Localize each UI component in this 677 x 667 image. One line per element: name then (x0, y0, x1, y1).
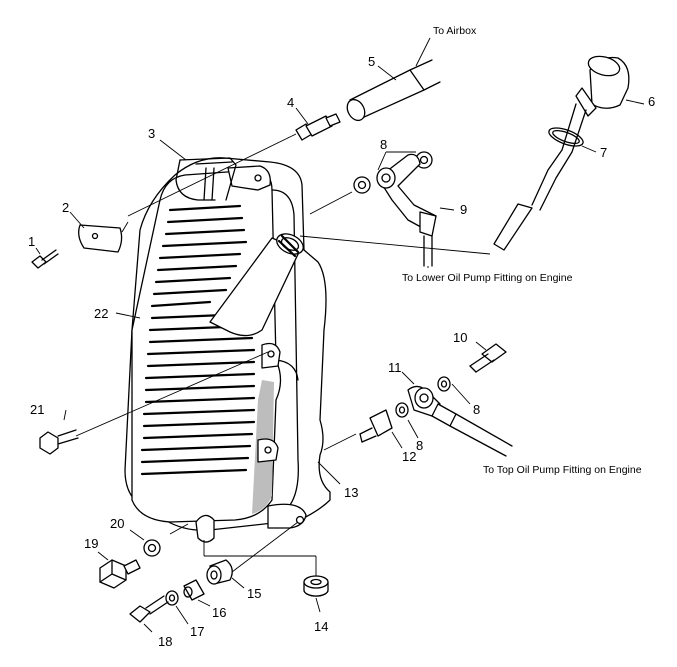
tank-bracket (175, 157, 237, 201)
callout-4: 4 (287, 95, 294, 110)
spacer-16 (183, 579, 205, 601)
callout-10: 10 (453, 330, 467, 345)
callout-8-right: 8 (473, 402, 480, 417)
callout-17: 17 (190, 624, 204, 639)
callout-9: 9 (460, 202, 467, 217)
callout-7: 7 (600, 145, 607, 160)
callout-13: 13 (344, 485, 358, 500)
callout-15: 15 (247, 586, 261, 601)
callout-2: 2 (62, 200, 69, 215)
callout-16: 16 (212, 605, 226, 620)
callout-6: 6 (648, 94, 655, 109)
oil-tank (124, 157, 331, 543)
callout-1: 1 (28, 234, 35, 249)
callout-14: 14 (314, 619, 328, 634)
drain-bolt-19 (99, 559, 141, 589)
screw-1 (31, 249, 59, 269)
callout-21: 21 (30, 402, 44, 417)
dipstick-cap-6 (493, 55, 630, 251)
callout-numbers: 1 2 3 4 5 6 7 8 9 10 11 8 8 12 13 14 15 … (28, 54, 655, 649)
vent-hose-5 (346, 59, 441, 122)
leader-lines (35, 37, 645, 633)
callout-5: 5 (368, 54, 375, 69)
callout-12: 12 (402, 449, 416, 464)
banjo-bolt-10 (469, 343, 507, 373)
callout-20: 20 (110, 516, 124, 531)
washer-8-right (395, 376, 451, 418)
callout-3: 3 (148, 126, 155, 141)
grommet-15 (206, 559, 233, 585)
callout-19: 19 (84, 536, 98, 551)
screw-21 (39, 429, 79, 455)
note-top-oil-pump: To Top Oil Pump Fitting on Engine (483, 464, 642, 476)
callout-18: 18 (158, 634, 172, 649)
callout-8-lower: 8 (416, 438, 423, 453)
callout-22: 22 (94, 306, 108, 321)
bracket-plate (78, 224, 123, 253)
bolt-18 (129, 595, 169, 623)
fitting-4 (295, 113, 341, 141)
o-ring-7 (548, 127, 584, 147)
callout-11: 11 (388, 360, 402, 375)
note-lower-oil-pump: To Lower Oil Pump Fitting on Engine (402, 272, 573, 284)
filler-neck (209, 233, 304, 337)
fitting-12 (359, 409, 393, 443)
banjo-fitting-9 (376, 153, 437, 267)
tank-ribs (140, 204, 256, 476)
routing-notes: To Airbox To Lower Oil Pump Fitting on E… (402, 25, 642, 476)
callout-8-upper: 8 (380, 137, 387, 152)
note-to-airbox: To Airbox (433, 25, 477, 37)
grommet-14 (303, 575, 329, 597)
washer-20 (143, 539, 161, 557)
washer-17 (165, 590, 179, 606)
banjo-fitting-11 (407, 385, 513, 457)
